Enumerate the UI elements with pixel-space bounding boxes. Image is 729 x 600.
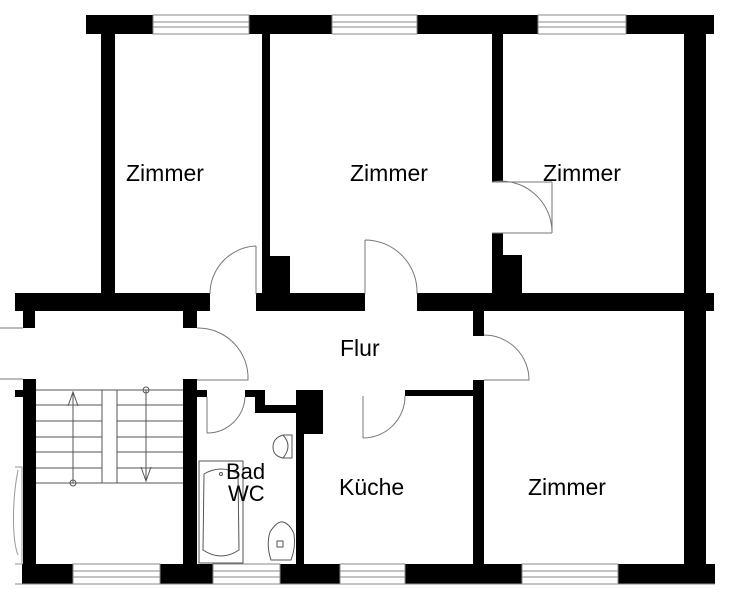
door-zimmer-1: [209, 245, 257, 295]
door-bad: [206, 396, 246, 434]
door-zimmer-2: [364, 239, 418, 295]
window-top-3: [537, 14, 627, 35]
window-bottom-3: [339, 563, 406, 585]
window-bottom-4: [521, 563, 619, 585]
bathtub-icon: [198, 460, 244, 564]
door-entrance: [196, 327, 249, 381]
room-label-flur: Flur: [340, 335, 380, 361]
window-bottom-2: [212, 563, 281, 585]
room-label-wc: WC: [228, 481, 265, 506]
door-kueche: [362, 395, 406, 439]
window-bottom-1: [72, 563, 161, 585]
windows: [15, 14, 715, 585]
room-label-zimmer-3: Zimmer: [543, 160, 621, 186]
staircase: [13, 386, 183, 565]
room-label-kueche: Küche: [339, 474, 405, 500]
door-zimmer-3: [491, 180, 553, 234]
door-side-left: [0, 327, 23, 380]
window-top-1: [152, 14, 250, 35]
room-label-zimmer-2: Zimmer: [350, 160, 428, 186]
room-label-zimmer-1: Zimmer: [126, 160, 204, 186]
bath-fixtures: [198, 434, 296, 564]
toilet-icon: [267, 521, 296, 561]
room-label-bad: Bad: [226, 459, 266, 484]
room-label-zimmer-4: Zimmer: [528, 474, 606, 500]
doors: [0, 180, 553, 439]
window-top-2: [331, 14, 418, 35]
door-zimmer-4: [483, 334, 530, 381]
sink-icon: [272, 434, 293, 459]
walls: [15, 15, 715, 584]
